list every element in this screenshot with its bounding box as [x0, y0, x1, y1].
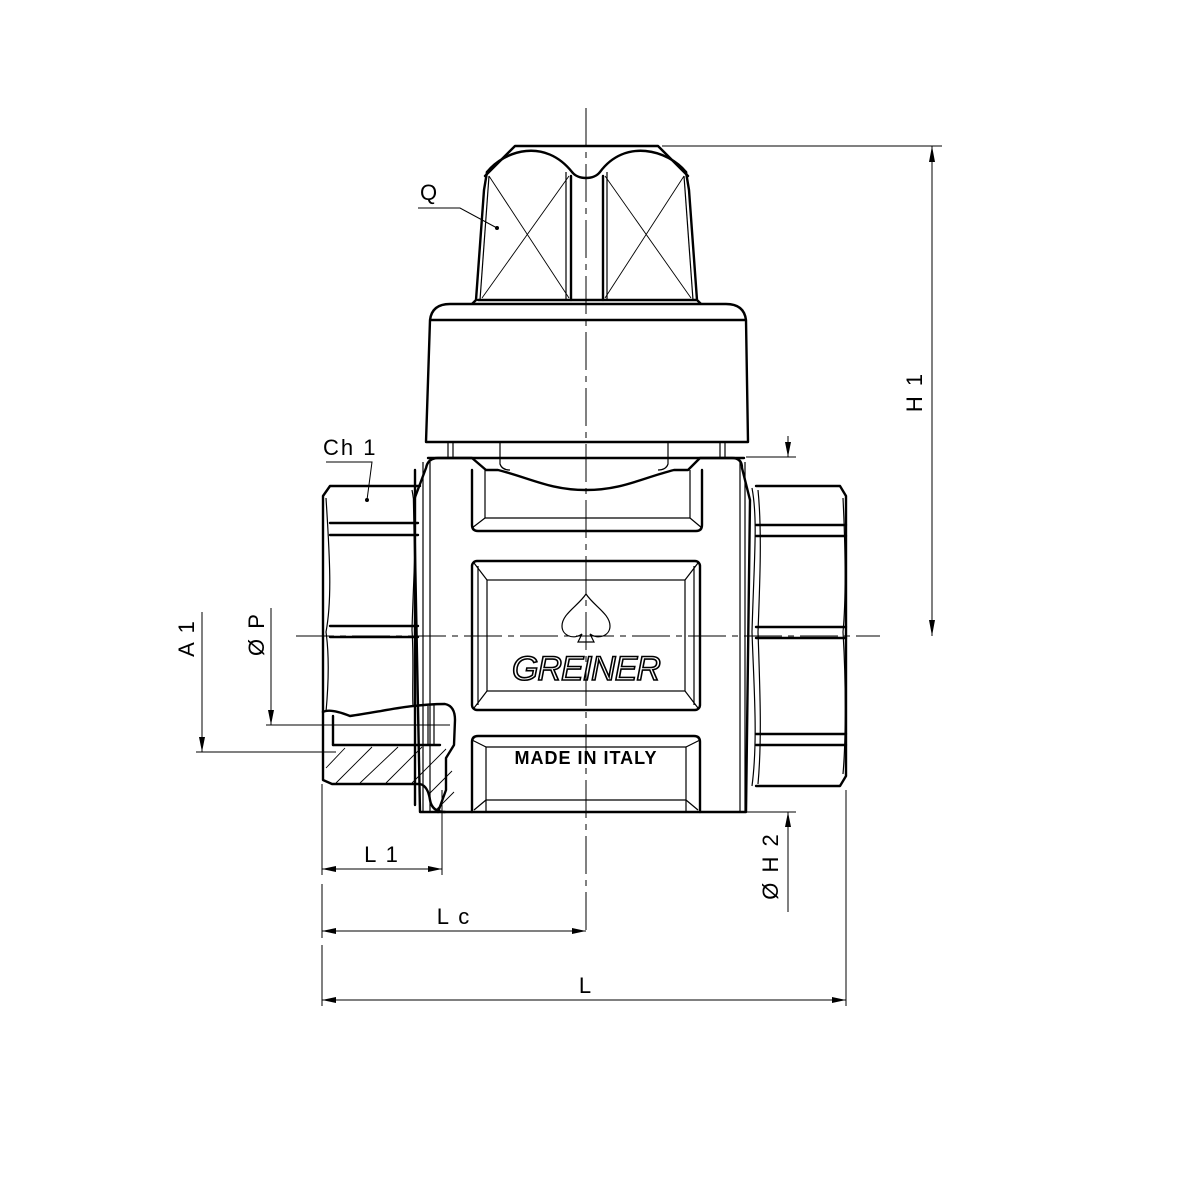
- dimension-h2: Ø H 2: [746, 436, 796, 912]
- brand-text: GREINER: [512, 650, 660, 688]
- svg-text:Ø P: Ø P: [244, 612, 269, 656]
- svg-text:L 1: L 1: [364, 842, 400, 867]
- svg-text:L c: L c: [437, 904, 472, 929]
- svg-text:A 1: A 1: [174, 619, 199, 657]
- dimension-l1: L 1: [321, 784, 443, 875]
- dimension-lc: L c: [321, 884, 586, 938]
- left-hex-end: [321, 484, 457, 814]
- bonnet-cap: [424, 302, 750, 444]
- valve-body: GREINER MADE IN ITALY: [412, 456, 752, 814]
- dimension-a1: A 1: [174, 612, 336, 753]
- dimension-l: L: [321, 790, 847, 1006]
- svg-text:Ø H 2: Ø H 2: [758, 832, 783, 899]
- handle-knob: [470, 144, 703, 306]
- dimension-h1: H 1: [662, 145, 942, 636]
- svg-text:L: L: [579, 973, 593, 998]
- label-ch1: Ch 1: [323, 435, 377, 502]
- label-q: Q: [418, 180, 499, 230]
- svg-text:Q: Q: [420, 180, 439, 205]
- dimension-p: Ø P: [244, 608, 450, 726]
- svg-text:H 1: H 1: [902, 372, 927, 412]
- svg-text:Ch 1: Ch 1: [323, 435, 377, 460]
